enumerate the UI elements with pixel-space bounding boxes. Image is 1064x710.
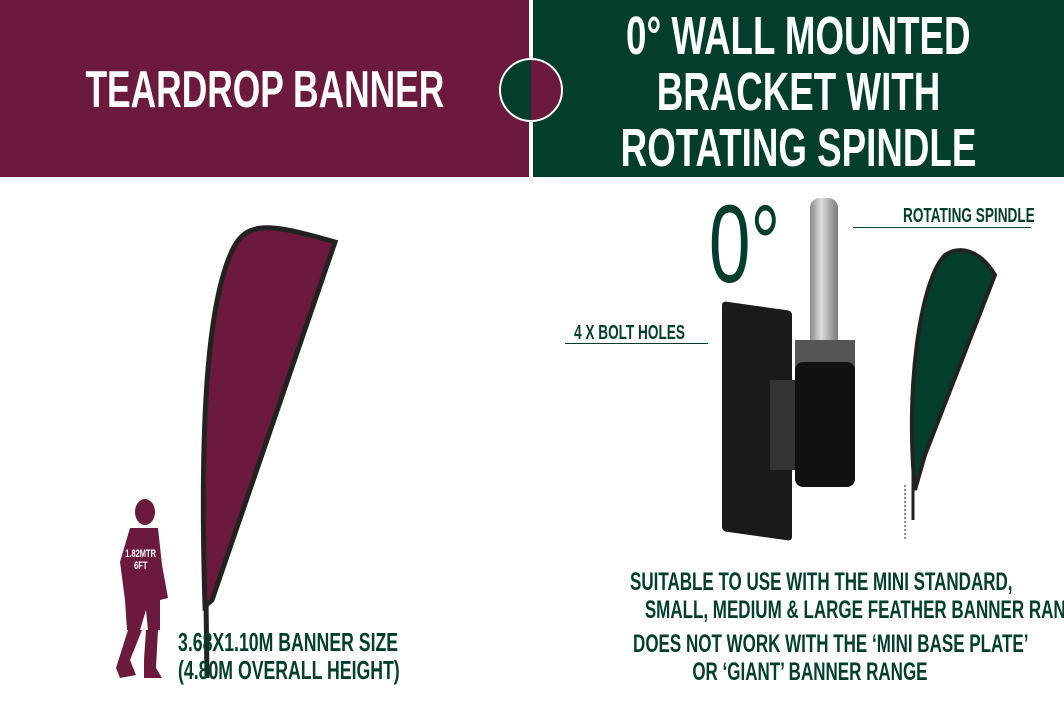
overall-height-text: (4.80M OVERALL HEIGHT): [178, 655, 400, 685]
rotating-spindle-label: ROTATING SPINDLE: [902, 205, 1035, 227]
teardrop-banner-illustration: [116, 225, 339, 679]
spindle-pointer-line: [853, 227, 1031, 228]
header-left: TEARDROP BANNER: [0, 0, 529, 177]
person-height-metric: 1.82MTR: [125, 548, 157, 560]
person-height-label: 1.82MTR 6FT: [116, 548, 166, 572]
angle-label: 0°: [708, 183, 781, 306]
header-right: 0° WALL MOUNTED BRACKET WITH ROTATING SP…: [533, 0, 1064, 177]
banner-size-text: 3.68X1.10M BANNER SIZE: [178, 627, 399, 657]
bolt-pointer-line: [565, 343, 708, 344]
note-1: SUITABLE TO USE WITH THE MINI STANDARD,: [630, 568, 1013, 596]
split-circle-icon: [499, 58, 563, 122]
mini-teardrop-flag: [909, 248, 998, 491]
right-title-line-1: 0° WALL MOUNTED: [626, 6, 971, 66]
wall-bracket-illustration: [722, 198, 998, 541]
person-height-imperial: 6FT: [134, 560, 148, 572]
note-4: OR ‘GIANT’ BANNER RANGE: [692, 658, 928, 686]
wall-plate: [722, 301, 792, 541]
note-3: DOES NOT WORK WITH THE ‘MINI BASE PLATE’: [633, 630, 1029, 658]
compatibility-notes: SUITABLE TO USE WITH THE MINI STANDARD, …: [540, 568, 1064, 686]
person-silhouette-icon: [116, 499, 168, 678]
teardrop-flag: [200, 225, 339, 612]
note-2: SMALL, MEDIUM & LARGE FEATHER BANNER RAN…: [644, 596, 1064, 624]
right-title-line-3: ROTATING SPINDLE: [620, 118, 977, 178]
banner-pole: [203, 599, 210, 679]
spindle: [810, 198, 838, 348]
bolt-holes-label: 4 X BOLT HOLES: [574, 322, 685, 344]
left-title: TEARDROP BANNER: [85, 61, 444, 119]
right-title-line-2: BRACKET WITH: [656, 62, 941, 122]
bracket-sleeve: [795, 362, 855, 487]
